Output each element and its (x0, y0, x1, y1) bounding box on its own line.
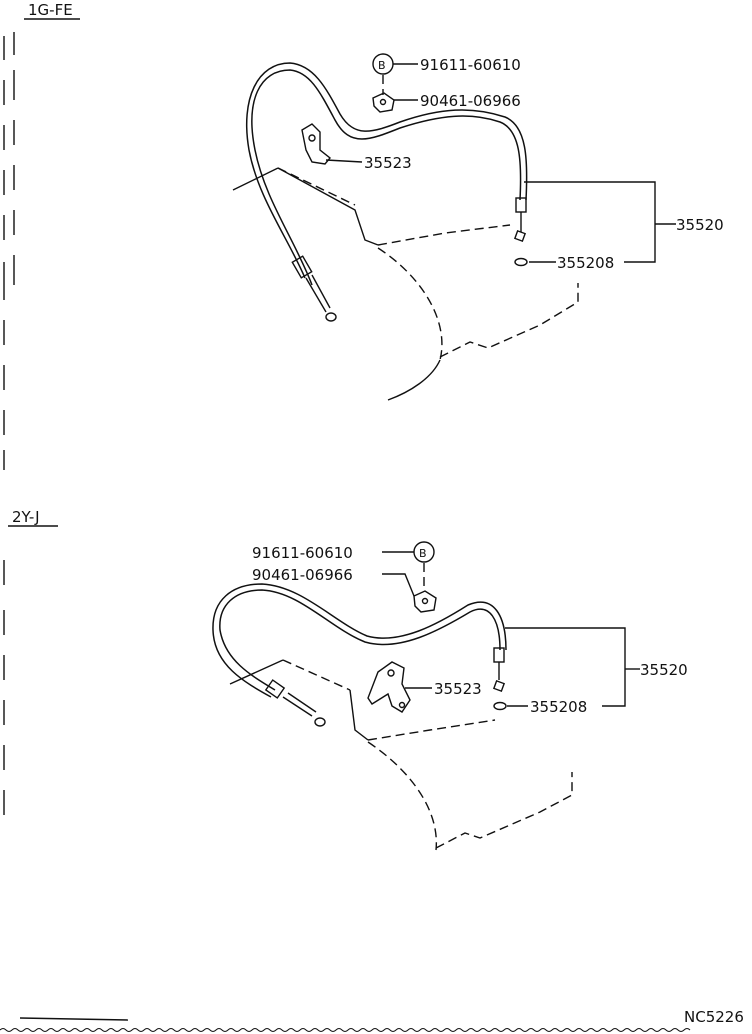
housing-dashed-edge (282, 659, 351, 691)
section-title: 2Y-J (12, 508, 40, 526)
clamp-icon (413, 590, 437, 613)
clip-ring-icon (493, 701, 507, 711)
housing-dashed-top (377, 224, 511, 246)
bracket-part-number: 35523 (364, 154, 412, 172)
housing-dashed-edge (277, 167, 356, 206)
cable-end-trans (492, 647, 506, 693)
housing-bottom (387, 359, 441, 401)
bracket-icon (367, 661, 411, 713)
section-1g-fe: 1G-FE (24, 1, 724, 401)
clip-part-number: 355208 (530, 698, 587, 716)
housing-dashed-top (367, 719, 496, 741)
clip-part-number: 355208 (557, 254, 614, 272)
housing-dashed-curve (377, 247, 443, 361)
clamp-part-number: 90461-06966 (420, 92, 521, 110)
housing-dashed-curve (367, 741, 438, 851)
margin-marks (3, 32, 15, 815)
section-title: 1G-FE (28, 1, 73, 19)
throttle-cable (219, 589, 501, 691)
bracket-part-number: 35523 (434, 680, 482, 698)
clamp-icon (372, 92, 395, 113)
bolt-mark: B (378, 59, 386, 72)
throttle-cable-inner (245, 62, 528, 279)
throttle-cable-inner (212, 583, 507, 698)
cable-end-fitting (264, 679, 326, 727)
housing-outline (229, 659, 369, 741)
bracket-icon (301, 123, 331, 165)
section-2y-j: 2Y-J (8, 508, 688, 851)
bracket-leader (325, 159, 363, 163)
cable-end-trans (513, 197, 527, 243)
throttle-cable (251, 69, 522, 286)
cable-assembly-part-number: 35520 (676, 216, 724, 234)
housing-outline (232, 167, 379, 246)
housing-dashed-flange (439, 283, 579, 358)
assembly-bracket (505, 627, 626, 707)
drawing-code: NC5226 (684, 1008, 744, 1026)
cable-assembly-part-number: 35520 (640, 661, 688, 679)
clamp-part-number: 90461-06966 (252, 566, 353, 584)
bolt-part-number: 91611-60610 (420, 56, 521, 74)
clamp-leader (382, 573, 415, 597)
footer-wavy-edge (0, 1028, 691, 1032)
bolt-part-number: 91611-60610 (252, 544, 353, 562)
assembly-bracket (524, 181, 656, 263)
footer-rule (19, 1017, 129, 1021)
housing-dashed-flange (435, 772, 573, 849)
clip-ring-icon (514, 257, 528, 267)
cable-end-fitting (291, 255, 337, 322)
bolt-mark: B (419, 547, 427, 560)
